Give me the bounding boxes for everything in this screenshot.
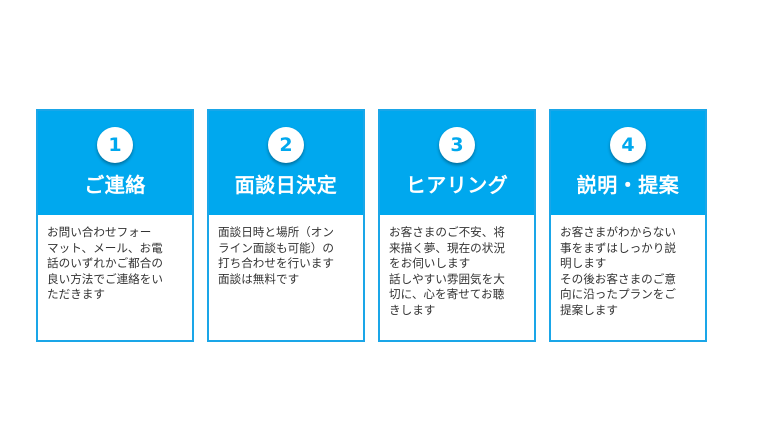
step-description: お客さまのご不安、将 来描く夢、現在の状況 をお伺いします 話しやすい雰囲気を大… [389,225,505,317]
step-number-badge: 2 [268,127,304,163]
step-number-badge: 3 [439,127,475,163]
step-card-header: 3 ヒアリング [380,111,534,215]
step-title: ご連絡 [84,173,146,197]
step-number-badge: 4 [610,127,646,163]
step-card-interview-date: 2 面談日決定 面談日時と場所（オン ライン面談も可能）の 打ち合わせを行います… [207,109,365,342]
step-number-badge: 1 [97,127,133,163]
step-description: お客さまがわからない 事をまずはしっかり説 明します その後お客さまのご意 向に… [560,225,676,317]
step-card-hearing: 3 ヒアリング お客さまのご不安、将 来描く夢、現在の状況 をお伺いします 話し… [378,109,536,342]
step-description: 面談日時と場所（オン ライン面談も可能）の 打ち合わせを行います 面談は無料です [218,225,334,286]
step-card-header: 1 ご連絡 [38,111,192,215]
step-title: ヒアリング [405,173,509,197]
step-card-header: 2 面談日決定 [209,111,363,215]
step-card-proposal: 4 説明・提案 お客さまがわからない 事をまずはしっかり説 明します その後お客… [549,109,707,342]
step-card-contact: 1 ご連絡 お問い合わせフォー マット、メール、お電 話のいずれかご都合の 良い… [36,109,194,342]
step-description: お問い合わせフォー マット、メール、お電 話のいずれかご都合の 良い方法でご連絡… [47,225,163,301]
step-card-header: 4 説明・提案 [551,111,705,215]
step-title: 説明・提案 [576,173,680,197]
step-title: 面談日決定 [234,173,338,197]
